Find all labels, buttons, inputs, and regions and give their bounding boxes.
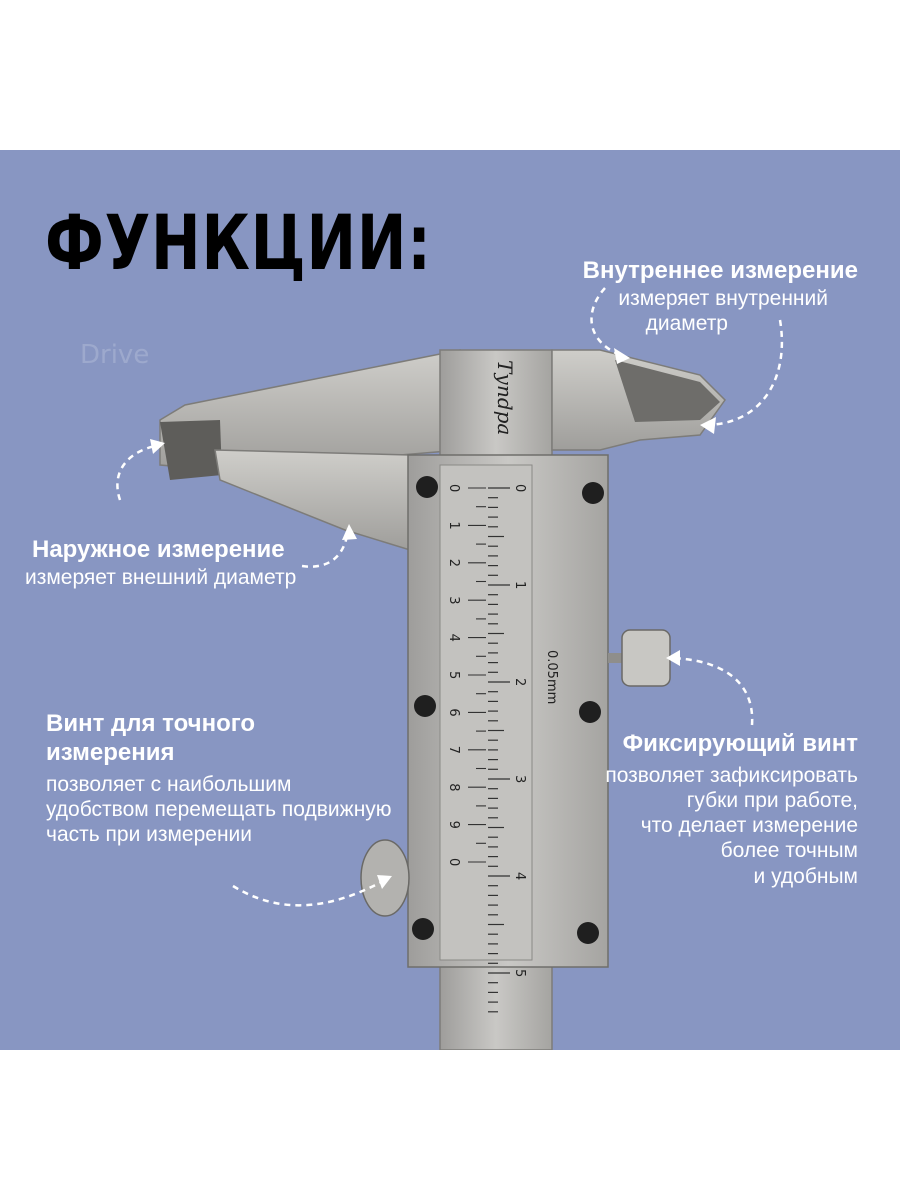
slider-screw-top-left [416, 476, 438, 498]
vernier-number: 5 [446, 671, 461, 679]
main-scale-numbers: 0 1 2 3 4 5 [512, 484, 527, 977]
outer-arrow-right [301, 529, 350, 568]
slider-screw-bottom-left [412, 918, 434, 940]
fine-screw-label: Винт для точного измерения позволяет с н… [46, 710, 392, 847]
arrowhead-outer-right [342, 524, 357, 540]
lock-screw-label: Фиксирующий винт позволяет зафиксировать… [605, 730, 858, 889]
arrowhead-lock-screw [666, 650, 680, 666]
vernier-number: 3 [446, 596, 461, 604]
fine-screw-heading-line-2: измерения [46, 738, 175, 766]
vernier-scale-numbers: 0 1 2 3 4 5 6 7 8 9 0 [446, 484, 461, 866]
fine-screw-desc-line-1: позволяет с наибольшим [46, 772, 292, 796]
inner-arrow-bottom [704, 319, 784, 427]
outer-desc-line-1: измеряет внешний диаметр [25, 565, 297, 589]
inner-measurement-label: Внутреннее измерение измеряет внутренний… [583, 257, 858, 336]
lock-screw-arrow [671, 656, 754, 726]
vernier-number: 2 [446, 559, 461, 567]
vernier-number: 9 [446, 821, 461, 829]
vernier-number: 0 [446, 858, 461, 866]
lower-jaw [214, 449, 411, 552]
vernier-number: 6 [446, 708, 461, 716]
scale-unit-text: 0.05mm [544, 650, 559, 704]
lock-screw-desc-line-3: что делает измерение [640, 814, 858, 838]
inner-heading: Внутреннее измерение [582, 257, 858, 284]
arrowhead-outer-left [150, 439, 165, 454]
arrowhead-inner-top [614, 348, 630, 364]
slider-screw-mid-right [579, 701, 601, 723]
arrowhead-fine-screw [377, 875, 392, 889]
inner-desc-line-2: диаметр [645, 311, 728, 335]
vernier-number: 8 [446, 783, 461, 791]
slider-screw-top-right [582, 482, 604, 504]
main-scale-number: 4 [512, 872, 527, 880]
outer-heading: Наружное измерение [32, 536, 285, 563]
main-scale-number: 2 [512, 678, 527, 686]
vernier-number: 1 [446, 521, 461, 529]
vernier-number: 0 [446, 484, 461, 492]
caliper-illustration: Туndра 0 1 2 3 4 5 0 1 2 3 4 5 6 7 8 9 0 0.05mm [116, 287, 784, 1050]
outer-arrow-left [116, 443, 161, 501]
lock-screw-shaft [608, 653, 628, 663]
lock-screw-desc-line-4: более точным [720, 839, 858, 863]
inner-jaw-tip [615, 360, 720, 422]
background-panel: Туndра 0 1 2 3 4 5 0 1 2 3 4 5 6 7 8 9 0 0.05mm Drive Ф… [0, 150, 900, 1050]
vernier-number: 7 [446, 746, 461, 754]
main-scale-number: 0 [512, 484, 527, 492]
arrowhead-inner-bottom [700, 417, 716, 434]
fine-screw-desc-line-2: удобством перемещать подвижную [46, 797, 392, 821]
inner-desc-line-1: измеряет внутренний [618, 286, 828, 310]
lock-screw-desc-line-2: губки при работе, [686, 788, 858, 812]
main-scale-ticks [488, 487, 510, 1013]
outer-measurement-label: Наружное измерение измеряет внешний диам… [25, 536, 296, 590]
fine-screw-desc-line-3: часть при измерении [46, 822, 253, 846]
main-scale-number: 5 [512, 969, 527, 977]
lock-screw-heading: Фиксирующий винт [622, 730, 858, 757]
fine-screw-heading-line-1: Винт для точного [46, 710, 256, 737]
slider-screw-mid-left [414, 695, 436, 717]
brand-text: Туndра [493, 360, 517, 435]
slider-screw-bottom-right [577, 922, 599, 944]
lock-screw-desc-line-5: и удобным [753, 864, 858, 888]
lock-screw-knob [621, 629, 671, 687]
background-faint-text: Drive [80, 340, 150, 370]
page-title: ФУНКЦИИ: [45, 198, 432, 287]
vernier-number: 4 [446, 634, 461, 642]
lock-screw-desc-line-1: позволяет зафиксировать [605, 763, 858, 787]
main-scale-number: 3 [512, 775, 527, 783]
outer-jaw-tip [160, 420, 222, 480]
vernier-scale-ticks [468, 487, 486, 863]
main-scale-number: 1 [512, 581, 527, 589]
